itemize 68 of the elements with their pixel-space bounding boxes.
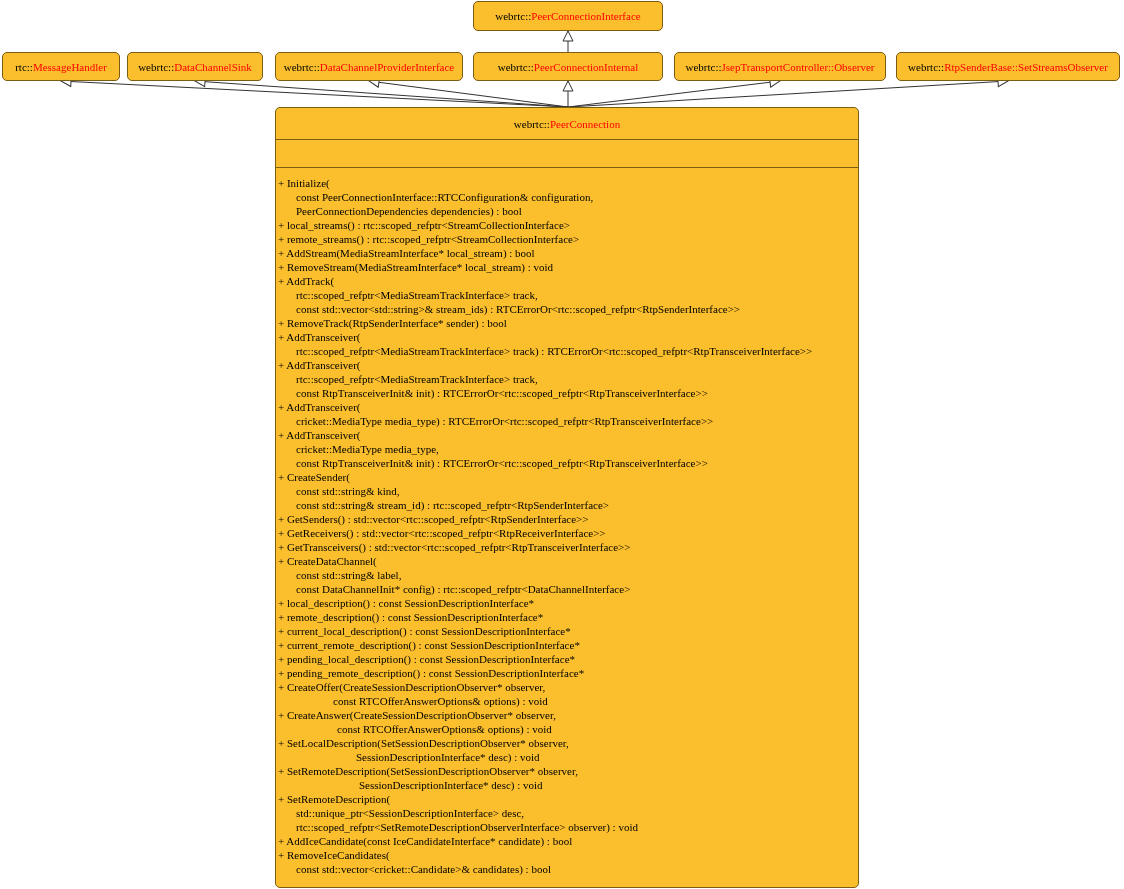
method-signature: + AddTransceiver( — [278, 359, 361, 371]
method-signature: + GetTransceivers() : std::vector<rtc::scoped_refptr<RtpTransceiverInterface>> — [278, 541, 631, 553]
method-signature: const PeerConnectionInterface::RTCConfiguration& configuration, — [296, 191, 594, 203]
method-signature: + CreateDataChannel( — [278, 555, 377, 567]
class-name: webrtc::JsepTransportController::Observer — [685, 60, 875, 73]
method-signature: + current_remote_description() : const SessionDescriptionInterface* — [278, 639, 580, 651]
class-box — [473, 1, 663, 31]
method-signature: + AddTrack( — [278, 275, 335, 287]
class-box — [127, 52, 263, 81]
method-signature: PeerConnectionDependencies dependencies) : bool — [296, 205, 522, 217]
method-signature: const RTCOfferAnswerOptions& options) : void — [333, 695, 548, 707]
class-name: webrtc::PeerConnectionInternal — [497, 60, 639, 73]
class-box — [275, 107, 859, 888]
class-name: rtc::MessageHandler — [15, 60, 107, 73]
method-signature: + RemoveIceCandidates( — [278, 849, 390, 861]
method-signature: rtc::scoped_refptr<SetRemoteDescriptionObserverInterface> observer) : void — [296, 821, 638, 833]
class-name: webrtc::RtpSenderBase::SetStreamsObserver — [908, 60, 1108, 73]
class-box — [275, 52, 463, 81]
method-signature: + local_streams() : rtc::scoped_refptr<StreamCollectionInterface> — [278, 219, 570, 231]
inheritance-arrow — [562, 80, 574, 108]
method-signature: + pending_remote_description() : const SessionDescriptionInterface* — [278, 667, 585, 679]
method-signature: + AddStream(MediaStreamInterface* local_stream) : bool — [278, 247, 535, 259]
method-signature: const std::vector<std::string>& stream_ids) : RTCErrorOr<rtc::scoped_refptr<RtpSenderInterface>> — [296, 303, 741, 315]
method-signature: const DataChannelInit* config) : rtc::scoped_refptr<DataChannelInterface> — [296, 583, 631, 595]
method-signature: const RtpTransceiverInit& init) : RTCErrorOr<rtc::scoped_refptr<RtpTransceiverInterface>> — [296, 387, 708, 399]
method-signature: + AddTransceiver( — [278, 429, 361, 441]
class-name: webrtc::DataChannelSink — [138, 60, 252, 73]
class-name: webrtc::PeerConnectionInterface — [495, 10, 641, 22]
inheritance-arrow — [562, 30, 574, 53]
method-signature: const RTCOfferAnswerOptions& options) : void — [337, 723, 552, 735]
method-signature: + SetRemoteDescription( — [278, 793, 391, 805]
method-signature: const RtpTransceiverInit& init) : RTCErrorOr<rtc::scoped_refptr<RtpTransceiverInterface>> — [296, 457, 708, 469]
method-signature: const std::vector<cricket::Candidate>& candidates) : bool — [296, 863, 551, 875]
method-signature: + remote_streams() : rtc::scoped_refptr<StreamCollectionInterface> — [278, 233, 580, 245]
method-signature: const std::string& label, — [296, 569, 402, 581]
method-signature: rtc::scoped_refptr<MediaStreamTrackInterface> track, — [296, 289, 538, 301]
method-signature: + current_local_description() : const SessionDescriptionInterface* — [278, 625, 571, 637]
method-signature: + CreateSender( — [278, 471, 350, 483]
method-signature: + CreateOffer(CreateSessionDescriptionObserver* observer, — [278, 681, 546, 693]
class-box — [2, 52, 120, 81]
method-signature: SessionDescriptionInterface* desc) : void — [356, 751, 540, 763]
method-signature: rtc::scoped_refptr<MediaStreamTrackInterface> track) : RTCErrorOr<rtc::scoped_refptr<RtpTransceiverInterface>> — [296, 345, 813, 357]
method-signature: + AddTransceiver( — [278, 401, 361, 413]
class-name: webrtc::PeerConnection — [513, 117, 621, 130]
method-signature: + RemoveStream(MediaStreamInterface* local_stream) : void — [278, 261, 553, 273]
method-signature: cricket::MediaType media_type) : RTCErrorOr<rtc::scoped_refptr<RtpTransceiverInterface>> — [296, 415, 714, 427]
method-signature: + RemoveTrack(RtpSenderInterface* sender) : bool — [278, 317, 507, 329]
method-signature: + SetRemoteDescription(SetSessionDescriptionObserver* observer, — [278, 765, 578, 777]
method-signature: + GetSenders() : std::vector<rtc::scoped_refptr<RtpSenderInterface>> — [278, 513, 589, 525]
method-signature: + AddTransceiver( — [278, 331, 361, 343]
method-signature: const std::string& kind, — [296, 485, 400, 497]
method-signature: + pending_local_description() : const SessionDescriptionInterface* — [278, 653, 575, 665]
method-signature: + AddIceCandidate(const IceCandidateInterface* candidate) : bool — [278, 835, 573, 847]
class-name: webrtc::DataChannelProviderInterface — [283, 60, 455, 73]
class-box — [896, 52, 1120, 81]
class-box — [674, 52, 886, 81]
method-signature: const std::string& stream_id) : rtc::scoped_refptr<RtpSenderInterface> — [296, 499, 609, 511]
method-signature: + local_description() : const SessionDescriptionInterface* — [278, 597, 535, 609]
class-box — [473, 52, 663, 81]
method-signature: + GetReceivers() : std::vector<rtc::scoped_refptr<RtpReceiverInterface>> — [278, 527, 606, 539]
method-signature: SessionDescriptionInterface* desc) : void — [359, 779, 543, 791]
method-signature: + SetLocalDescription(SetSessionDescriptionObserver* observer, — [278, 737, 569, 749]
method-signature: + CreateAnswer(CreateSessionDescriptionObserver* observer, — [278, 709, 556, 721]
method-signature: + remote_description() : const SessionDescriptionInterface* — [278, 611, 544, 623]
method-signature: cricket::MediaType media_type, — [296, 443, 439, 455]
method-signature: + Initialize( — [278, 177, 330, 189]
method-signature: std::unique_ptr<SessionDescriptionInterface> desc, — [296, 807, 525, 819]
method-signature: rtc::scoped_refptr<MediaStreamTrackInterface> track, — [296, 373, 538, 385]
